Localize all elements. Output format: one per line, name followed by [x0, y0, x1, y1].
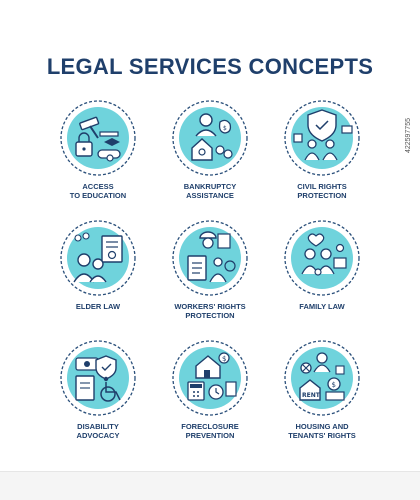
worker-clipboard-icon: [170, 218, 250, 298]
concepts-grid: ACCESS TO EDUCATION $ BANKRUPTCY ASSISTA…: [42, 92, 378, 452]
svg-text:$: $: [332, 381, 336, 389]
concept-label: ACCESS TO EDUCATION: [69, 182, 127, 200]
concept-label: BANKRUPTCY ASSISTANCE: [183, 182, 237, 200]
concept-tile-bankruptcy-assistance: $ BANKRUPTCY ASSISTANCE: [154, 92, 266, 212]
family-heart-icon: [282, 218, 362, 298]
concept-label: ELDER LAW: [75, 302, 121, 311]
house-calculator-icon: $: [170, 338, 250, 418]
concept-tile-family-law: FAMILY LAW: [266, 212, 378, 332]
stock-footer-bar: [0, 471, 420, 500]
stock-id-watermark: 422597755: [405, 118, 412, 154]
page-title: LEGAL SERVICES CONCEPTS: [46, 54, 374, 79]
svg-text:RENT: RENT: [302, 392, 321, 399]
concept-tile-disability-advocacy: DISABILITY ADVOCACY: [42, 332, 154, 452]
person-house-money-icon: $: [170, 98, 250, 178]
svg-text:$: $: [223, 125, 227, 132]
concept-label: FAMILY LAW: [299, 302, 345, 311]
concept-tile-housing-and-tenants-rights: RENT $ HOUSING AND TENANTS' RIGHTS: [266, 332, 378, 452]
concept-label: CIVIL RIGHTS PROTECTION: [297, 182, 347, 200]
rent-house-tenant-icon: RENT $: [282, 338, 362, 418]
concept-label: FORECLOSURE PREVENTION: [181, 422, 239, 440]
concept-label: HOUSING AND TENANTS' RIGHTS: [288, 422, 356, 440]
elder-couple-document-icon: [58, 218, 138, 298]
gavel-lock-diploma-icon: [58, 98, 138, 178]
concept-tile-foreclosure-prevention: $ FORECLOSURE PREVENTION: [154, 332, 266, 452]
concept-label: DISABILITY ADVOCACY: [76, 422, 120, 440]
wheelchair-shield-icon: [58, 338, 138, 418]
concept-label: WORKERS' RIGHTS PROTECTION: [174, 302, 246, 320]
concept-tile-civil-rights-protection: CIVIL RIGHTS PROTECTION: [266, 92, 378, 212]
shield-family-icon: [282, 98, 362, 178]
concept-tile-access-to-education: ACCESS TO EDUCATION: [42, 92, 154, 212]
concept-tile-elder-law: ELDER LAW: [42, 212, 154, 332]
concept-tile-workers-rights-protection: WORKERS' RIGHTS PROTECTION: [154, 212, 266, 332]
svg-text:$: $: [222, 355, 226, 363]
